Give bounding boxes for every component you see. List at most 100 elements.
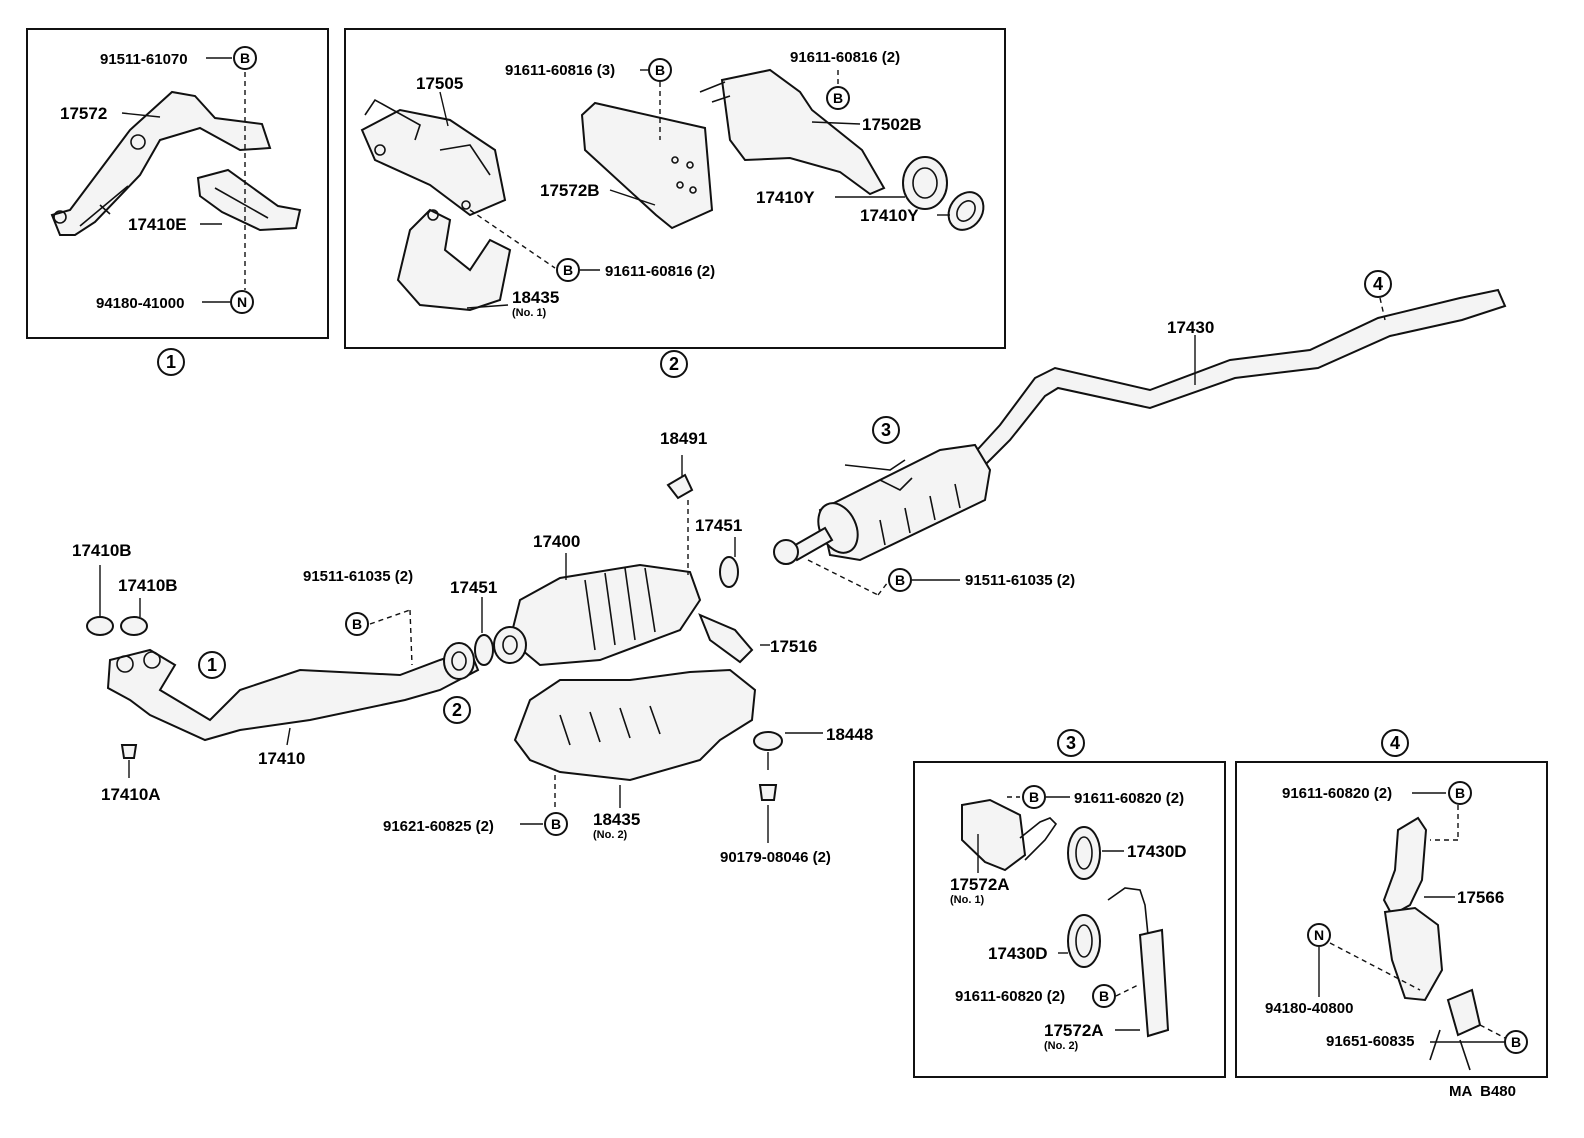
gasket-17410b-a-drawing xyxy=(86,616,114,636)
label-17410y-a: 17410Y xyxy=(756,188,815,207)
nut-mark-letter: N xyxy=(237,294,247,310)
bolt-mark: B xyxy=(1504,1030,1528,1054)
label-91651-60835: 91651-60835 xyxy=(1326,1033,1414,1050)
heat-insulator-18435-no1-drawing xyxy=(396,208,512,312)
label-91611-60816-2-top: 91611-60816 (2) xyxy=(790,49,900,66)
bracket-17566-drawing xyxy=(1382,816,1428,917)
lower-bracket-drawing xyxy=(1446,988,1482,1037)
label-17410e: 17410E xyxy=(128,215,187,234)
label-18448: 18448 xyxy=(826,725,873,744)
callout-1-number: 1 xyxy=(166,352,176,372)
cushion-17430d-b-drawing xyxy=(1067,914,1101,968)
label-17410b-b: 17410B xyxy=(118,576,178,595)
bracket-18491-drawing xyxy=(666,473,694,500)
label-17572a-no2: 17572A xyxy=(1044,1021,1104,1040)
nut-mark: N xyxy=(230,290,254,314)
clip-90179-drawing xyxy=(758,784,778,801)
callout-3-main: 3 xyxy=(872,416,900,444)
bolt-mark-letter: B xyxy=(833,90,843,106)
bolt-mark-letter: B xyxy=(1455,785,1465,801)
bolt-mark-letter: B xyxy=(655,62,665,78)
note-18435-no2: (No. 2) xyxy=(593,829,628,841)
label-91611-60820-inset3-top: 91611-60820 (2) xyxy=(1074,790,1184,807)
bolt-mark: B xyxy=(556,258,580,282)
bolt-mark: B xyxy=(1022,785,1046,809)
cushion-17430d-a-drawing xyxy=(1067,826,1101,880)
bolt-mark: B xyxy=(233,46,257,70)
callout-2-number: 2 xyxy=(452,700,462,720)
bolt-mark-letter: B xyxy=(551,816,561,832)
label-91611-60820-inset4: 91611-60820 (2) xyxy=(1282,785,1392,802)
callout-2-under-inset: 2 xyxy=(660,350,688,378)
label-17430d-a: 17430D xyxy=(1127,842,1187,861)
callout-3-above-inset: 3 xyxy=(1057,729,1085,757)
label-91511-61035-right: 91511-61035 (2) xyxy=(965,572,1075,589)
bolt-mark-letter: B xyxy=(1029,789,1039,805)
nut-mark: N xyxy=(1307,923,1331,947)
callout-2-main: 2 xyxy=(443,696,471,724)
catalytic-converter-17400-drawing xyxy=(493,563,702,667)
bolt-mark-letter: B xyxy=(563,262,573,278)
label-17451-a: 17451 xyxy=(450,578,497,597)
callout-3-number: 3 xyxy=(1066,733,1076,753)
label-91611-60816-3: 91611-60816 (3) xyxy=(505,62,615,79)
callout-1-under-inset: 1 xyxy=(157,348,185,376)
label-17572a-no1: 17572A xyxy=(950,875,1010,894)
label-17430: 17430 xyxy=(1167,318,1214,337)
callout-3-number: 3 xyxy=(881,420,891,440)
label-94180-40800: 94180-40800 xyxy=(1265,1000,1353,1017)
label-91621-60825: 91621-60825 (2) xyxy=(383,818,494,835)
bolt-mark: B xyxy=(544,812,568,836)
label-94180-41000: 94180-41000 xyxy=(96,295,184,312)
cushion-17430d-a-hole xyxy=(1075,836,1093,870)
label-17502b: 17502B xyxy=(862,115,922,134)
label-17410b-a: 17410B xyxy=(72,541,132,560)
label-17410a: 17410A xyxy=(101,785,161,804)
bracket-17572b-drawing xyxy=(580,101,714,230)
inset-2-frame xyxy=(344,28,1006,349)
bolt-mark: B xyxy=(888,568,912,592)
stay-17410e-drawing xyxy=(196,168,302,232)
hanger-rod-b xyxy=(1107,887,1149,936)
cushion-18448-drawing xyxy=(753,731,783,751)
label-17572b: 17572B xyxy=(540,181,600,200)
inset-1: 91511-61070 B 17572 17410E 94180-41000 N xyxy=(26,28,329,339)
label-17430d-b: 17430D xyxy=(988,944,1048,963)
bracket-17502b-drawing xyxy=(699,68,886,196)
label-17451-b: 17451 xyxy=(695,516,742,535)
label-91511-61035-left: 91511-61035 (2) xyxy=(303,568,413,585)
label-17410y-b: 17410Y xyxy=(860,206,919,225)
figure-code: MA B480 xyxy=(1449,1083,1516,1100)
gasket-17410y-b-hole xyxy=(956,200,976,222)
bolt-mark: B xyxy=(826,86,850,110)
bracket-17572-drawing xyxy=(50,90,272,236)
inset-2: 17505 91611-60816 (3) B 91611-60816 (2) … xyxy=(344,28,1006,349)
gasket-17451-a-drawing xyxy=(474,634,494,666)
label-17400: 17400 xyxy=(533,532,580,551)
callout-4-main: 4 xyxy=(1364,270,1392,298)
note-17572a-no1: (No. 1) xyxy=(950,894,985,906)
bracket-17516-drawing xyxy=(698,613,754,664)
label-18435-no1: 18435 xyxy=(512,288,559,307)
cushion-17430d-b-hole xyxy=(1075,924,1093,958)
note-18435-no1: (No. 1) xyxy=(512,307,547,319)
callout-1-number: 1 xyxy=(207,655,217,675)
bracket-17572a-no2-drawing xyxy=(1138,928,1170,1038)
label-91611-60820-inset3-bottom: 91611-60820 (2) xyxy=(955,988,1065,1005)
inset-4-frame xyxy=(1235,761,1548,1078)
bracket-17572a-no1-drawing xyxy=(961,798,1027,872)
rubber-hanger-drawing xyxy=(1383,906,1444,1002)
callout-4-number: 4 xyxy=(1373,274,1383,294)
bolt-mark-letter: B xyxy=(895,572,905,588)
front-pipe-17410-drawing xyxy=(106,642,480,742)
muffler-drawing xyxy=(773,443,992,565)
hanger-rod-a xyxy=(1019,817,1058,861)
label-17516: 17516 xyxy=(770,637,817,656)
inset-3-frame xyxy=(913,761,1226,1078)
gasket-17410y-a-drawing xyxy=(902,156,948,210)
inset-3: B 91611-60820 (2) 17430D 17572A (No. 1) … xyxy=(913,761,1226,1078)
callout-4-number: 4 xyxy=(1390,733,1400,753)
callout-2-number: 2 xyxy=(669,354,679,374)
callout-4-above-inset: 4 xyxy=(1381,729,1409,757)
